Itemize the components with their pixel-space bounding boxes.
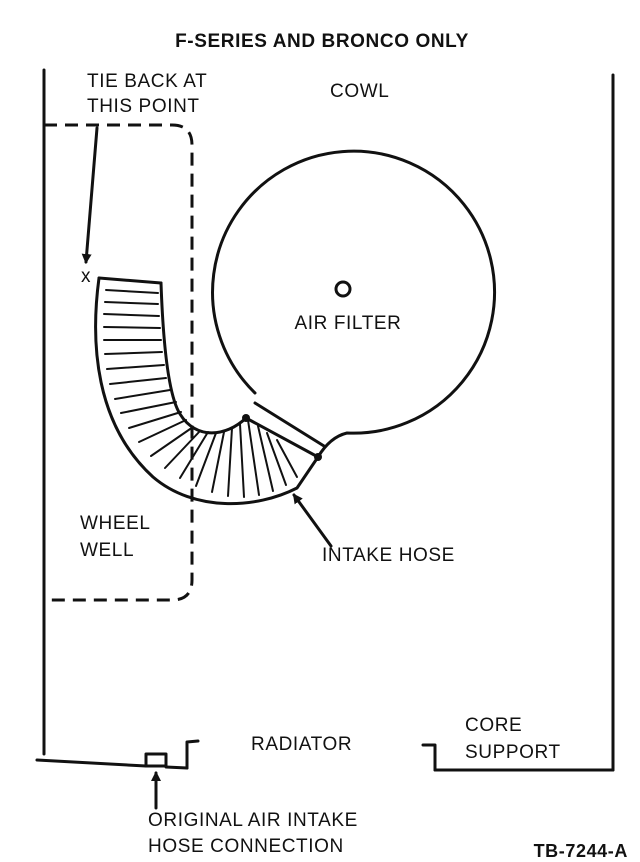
tie-back-arrow: [81, 126, 99, 264]
intake-hose: [94, 276, 326, 506]
air-filter-center-mark: [334, 280, 352, 298]
intake-hose-snorkel-top: [244, 416, 320, 459]
radiator-label: RADIATOR: [251, 734, 352, 755]
tie-back-label-line2: THIS POINT: [87, 96, 200, 117]
wheel-well-outline: [44, 123, 194, 602]
original-connection-label-line2: HOSE CONNECTION: [148, 836, 344, 857]
intake-hose-outer-edge: [94, 276, 320, 506]
tie-back-mark: x: [81, 266, 91, 287]
air-filter-housing: [211, 149, 497, 459]
intake-hose-snorkel-bottom: [253, 401, 326, 448]
radiator-outline: [185, 739, 437, 772]
original-connection-box: [144, 752, 168, 768]
intake-hose-label: INTAKE HOSE: [322, 545, 455, 566]
figure-id: TB-7244-A: [534, 841, 628, 861]
wheel-well-label-line1: WHEEL: [80, 513, 151, 534]
cowl-label: COWL: [330, 81, 389, 102]
diagram-title: F-SERIES AND BRONCO ONLY: [175, 31, 469, 52]
air-filter: [211, 149, 497, 459]
intake-hose-clamp-lower: [314, 453, 322, 461]
wheel-well-label-line2: WELL: [80, 540, 134, 561]
compartment-outline: [35, 68, 615, 772]
intake-hose-end: [97, 276, 163, 285]
intake-hose-inner-edge: [159, 281, 248, 435]
core-support-label-line1: CORE: [465, 715, 522, 736]
intake-hose-ribs: [103, 289, 298, 498]
tie-back-label-line1: TIE BACK AT: [87, 71, 207, 92]
air-filter-label: AIR FILTER: [295, 313, 402, 334]
intake-hose-arrow: [292, 493, 333, 548]
intake-hose-clamp-upper: [242, 414, 250, 422]
core-support-label-line2: SUPPORT: [465, 742, 561, 763]
original-connection-label-line1: ORIGINAL AIR INTAKE: [148, 810, 358, 831]
